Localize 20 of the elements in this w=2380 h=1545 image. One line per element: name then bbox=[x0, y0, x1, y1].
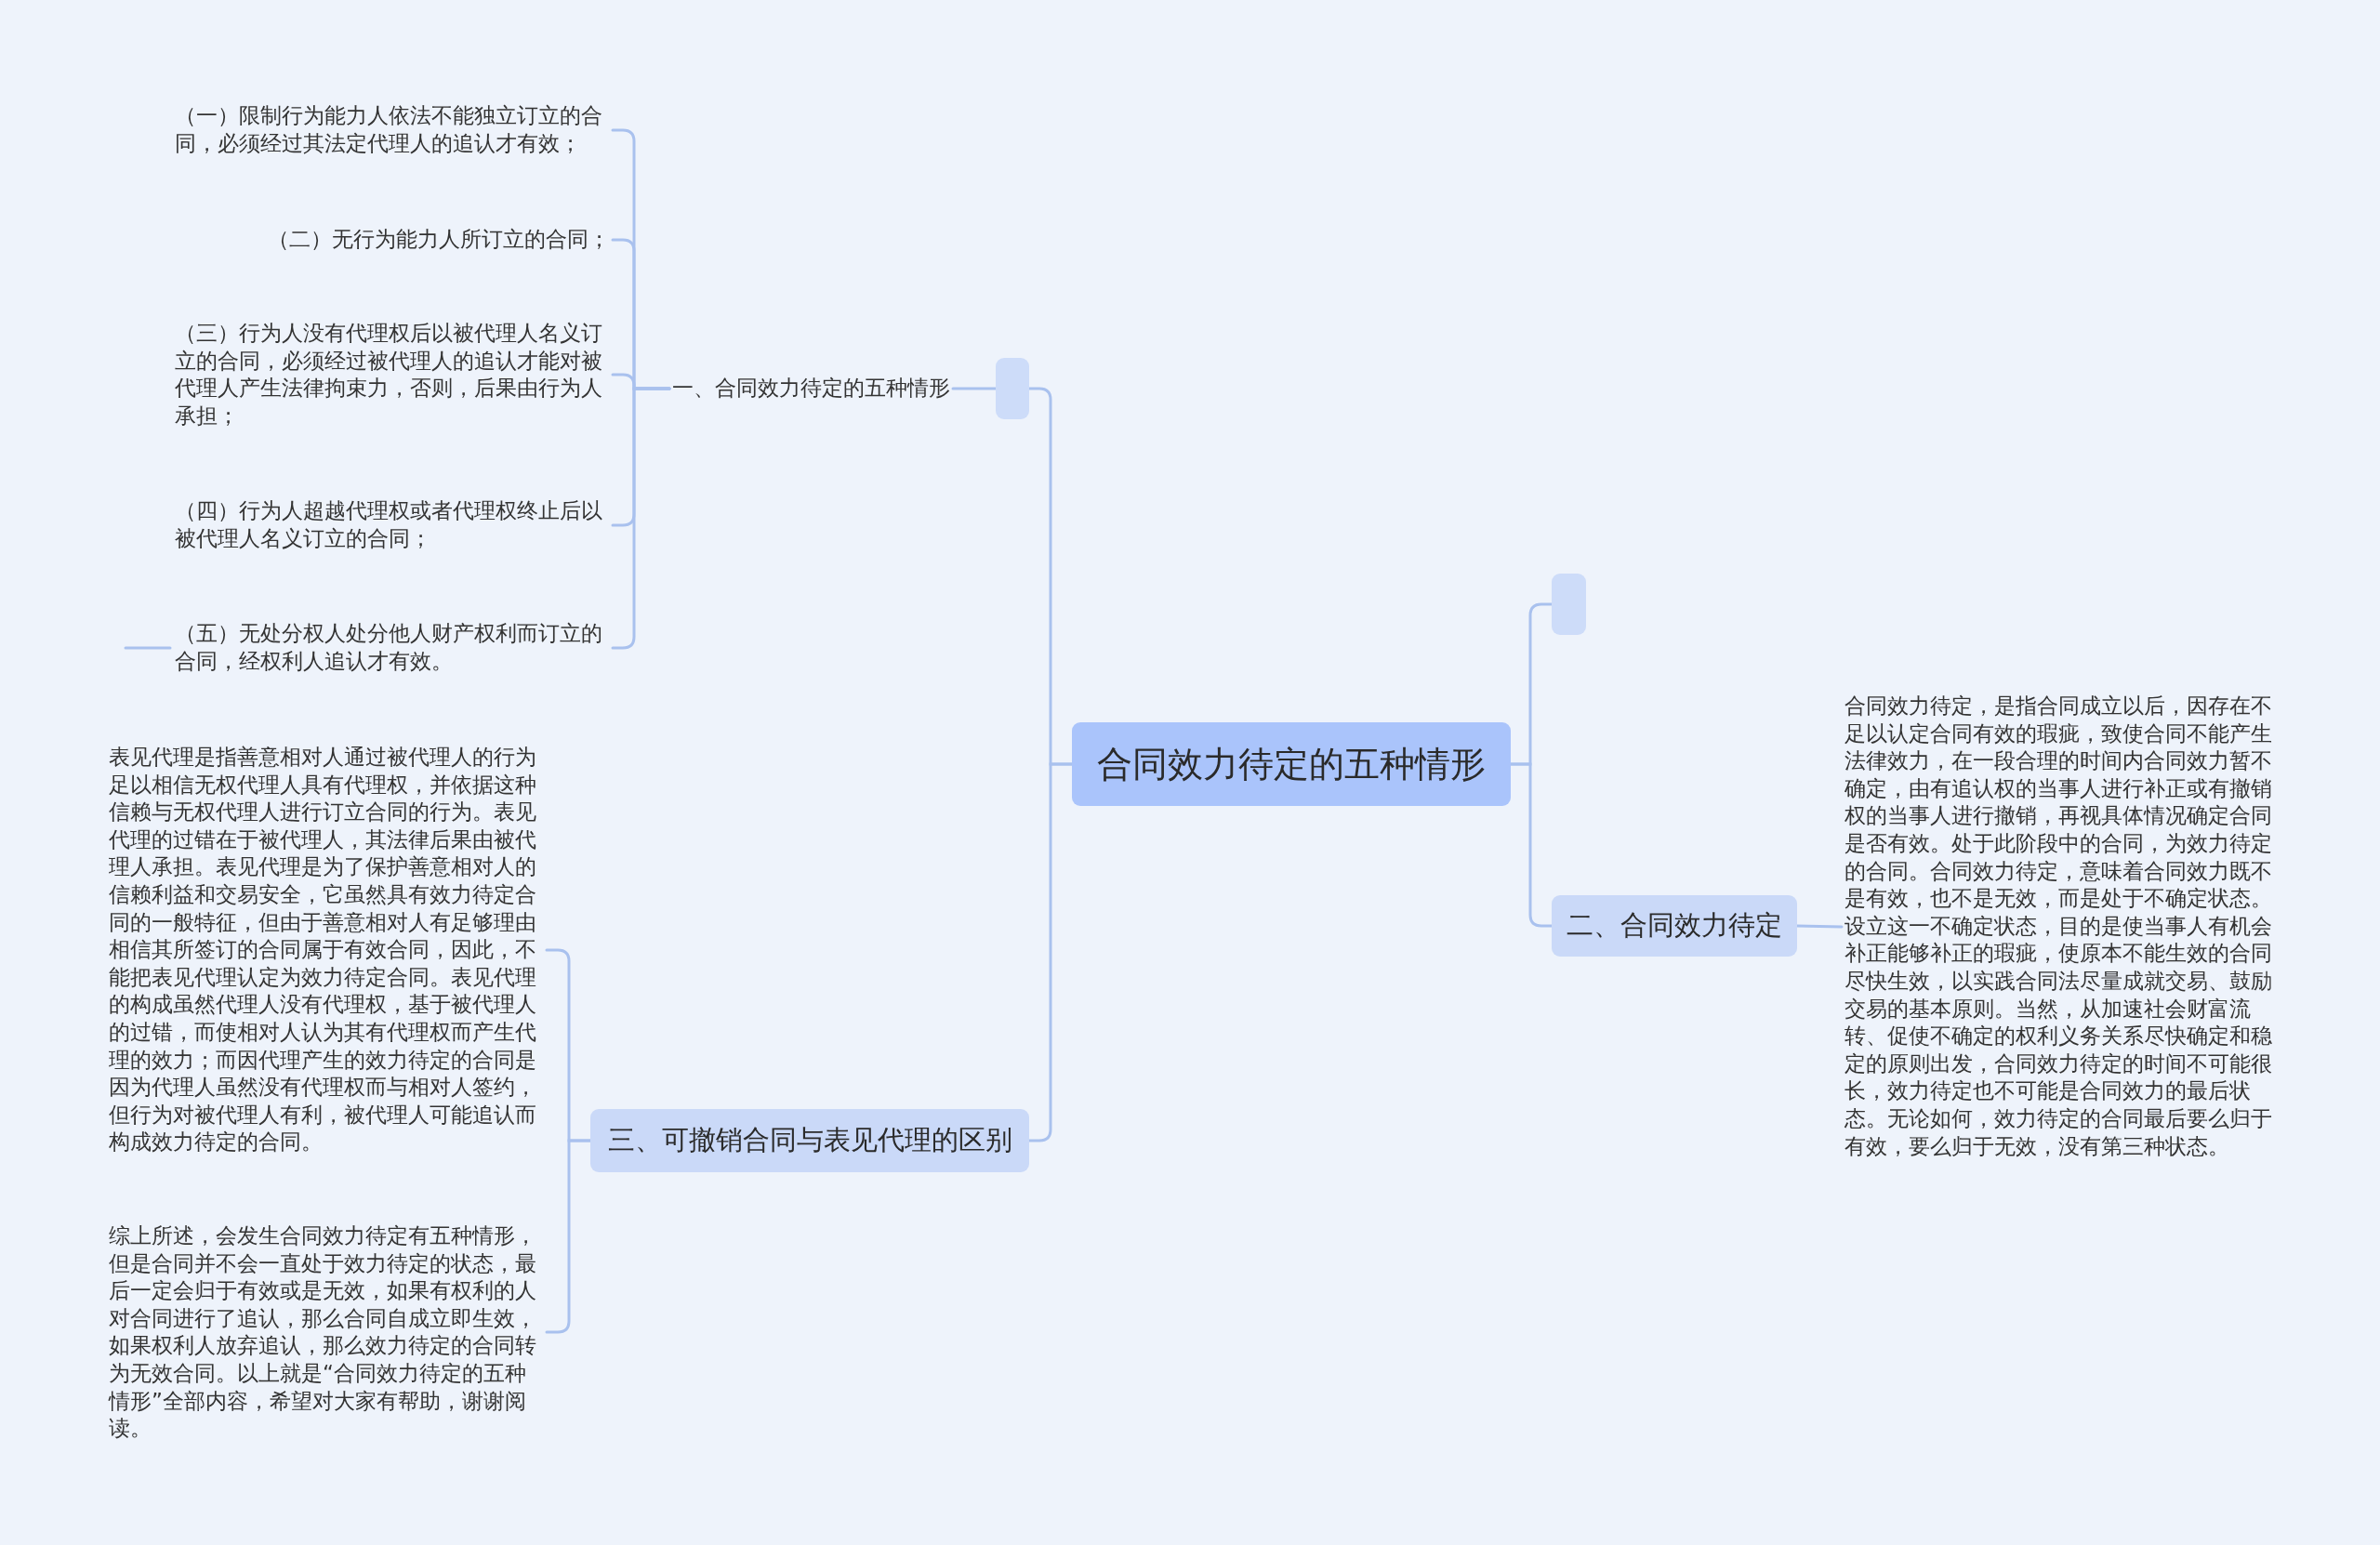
empty-box bbox=[1552, 574, 1586, 635]
empty-box bbox=[996, 358, 1029, 419]
list-item-text: （二）无行为能力人所订立的合同； bbox=[268, 226, 610, 254]
connector-line bbox=[545, 1139, 592, 1334]
list-item-text: （一）限制行为能力人依法不能独立订立的合同，必须经过其法定代理人的追认才有效； bbox=[175, 102, 610, 158]
list-item-text: （四）行为人超越代理权或者代理权终止后以被代理人名义订立的合同； bbox=[175, 497, 610, 553]
topic-box: 三、可撤销合同与表见代理的区别 bbox=[590, 1109, 1029, 1172]
list-item-text: （三）行为人没有代理权后以被代理人名义订立的合同，必须经过被代理人的追认才能对被代理人产生法律拘束力，否则，后果由行为人承担； bbox=[175, 319, 610, 430]
connector-line bbox=[1027, 762, 1074, 1142]
connector-line bbox=[124, 646, 172, 650]
connector-line bbox=[1509, 762, 1554, 928]
paragraph: 表见代理是指善意相对人通过被代理人的行为足以相信无权代理人具有代理权，并依据这种信赖与无权代理人进行订立合同的行为。表见代理的过错在于被代理人，其法律后果由被代理人承担。表见代理是为了保护善意相对人的信赖利益和交易安全，它虽然具有效力待定合同的一般特征，但由于善意相对人有足够理由相信其所签订的合同属于有效合同，因此，不能把表见代理认定为效力待定合同。表见代理的构成虽然代理人没有代理权，基于被代理人的过错，而使相对人认为其有代理权而产生代理的效力；而因代理产生的效力待定的合同是因为代理人虽然没有代理权而与相对人签约，但行为对被代理人有利，被代理人可能追认而构成效力待定的合同。 bbox=[109, 744, 544, 1156]
connector-line bbox=[951, 387, 998, 390]
list-item-text: （五）无处分权人处分他人财产权利而订立的合同，经权利人追认才有效。 bbox=[175, 620, 610, 676]
connector-line bbox=[1795, 924, 1844, 929]
topic-box: 二、合同效力待定 bbox=[1552, 895, 1797, 957]
subtopic-text: 一、合同效力待定的五种情形 bbox=[672, 375, 950, 403]
central-topic-box: 合同效力待定的五种情形 bbox=[1072, 722, 1511, 806]
paragraph: 综上所述，会发生合同效力待定有五种情形，但是合同并不会一直处于效力待定的状态，最后一定会归于有效或是无效，如果有权利的人对合同进行了追认，那么合同自成立即生效，如果权利人放弃追认，那么效力待定的合同转为无效合同。以上就是“合同效力待定的五种情形”全部内容，希望对大家有帮助，谢谢阅读。 bbox=[109, 1221, 544, 1443]
paragraph: 合同效力待定，是指合同成立以后，因存在不足以认定合同有效的瑕疵，致使合同不能产生法律效力，在一段合理的时间内合同效力暂不确定，由有追认权的当事人进行补正或有撤销权的当事人进行撤销，再视具体情况确定合同是否有效。处于此阶段中的合同，为效力待定的合同。合同效力待定，意味着合同效力既不是有效，也不是无效，而是处于不确定状态。设立这一不确定状态，目的是使当事人有机会补正能够补正的瑕疵，使原本不能生效的合同尽快生效，以实践合同法尽量成就交易、鼓励交易的基本原则。当然，从加速社会财富流转、促使不确定的权利义务关系尽快确定和稳定的原则出发，合同效力待定的时间不可能很长，效力待定也不可能是合同效力的最后状态。无论如何，效力待定的合同最后要么归于有效，要么归于无效，没有第三种状态。 bbox=[1844, 693, 2280, 1161]
